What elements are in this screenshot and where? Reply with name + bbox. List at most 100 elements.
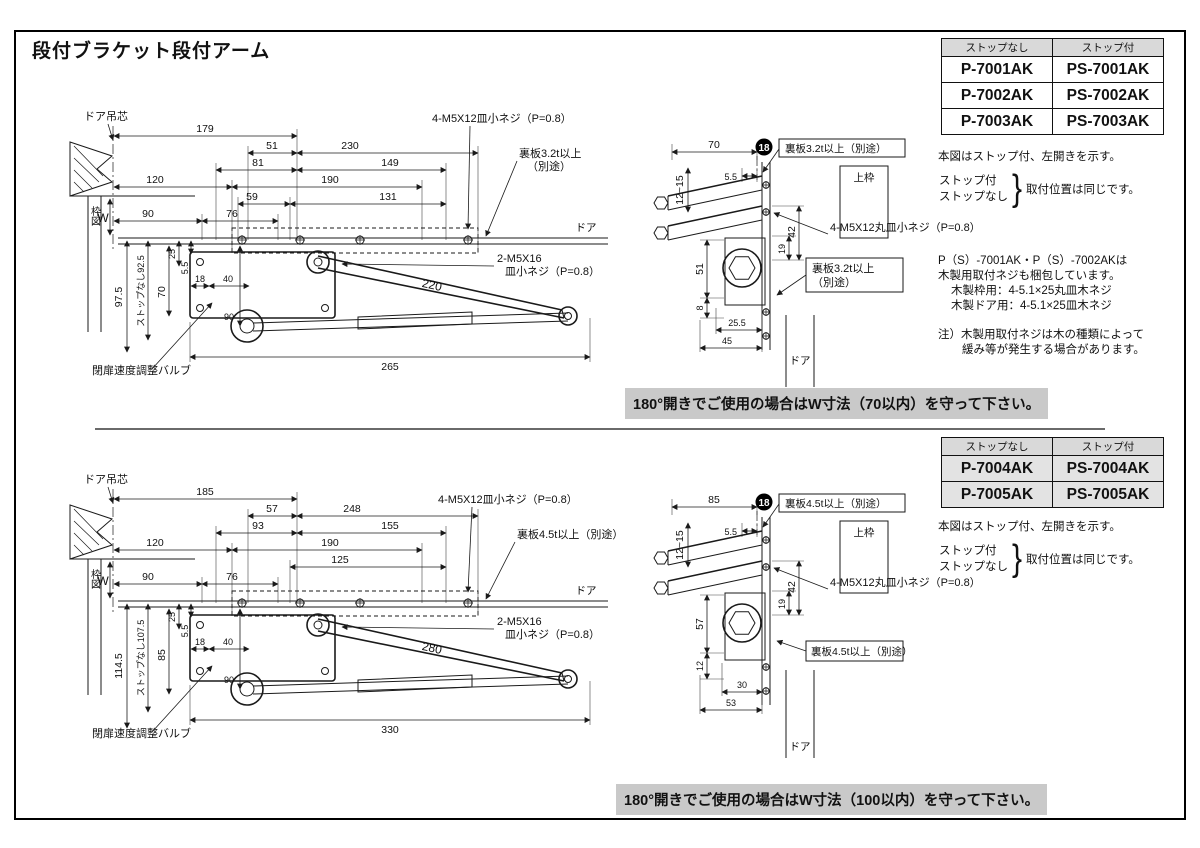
- dim-label: 57: [266, 503, 278, 515]
- dim-label: 5.5: [180, 262, 190, 275]
- dim-label: 25: [167, 249, 177, 259]
- bracket-arms: [653, 530, 763, 596]
- model-number: P-7004AK: [941, 455, 1053, 482]
- top-frame-member: [839, 520, 889, 594]
- w-dim-label: W: [97, 574, 109, 588]
- dim-label: 155: [381, 520, 399, 532]
- forearm-rod: [252, 306, 578, 332]
- page-border: [14, 30, 1186, 820]
- screw-mid-label-line2: 皿小ネジ（P=0.8）: [505, 628, 600, 641]
- dim-label: 185: [196, 486, 214, 498]
- wood-note-line: 木製ドア用：4-5.1×25皿木ネジ: [951, 300, 1112, 312]
- door-section: [785, 670, 815, 758]
- door-edge: [118, 237, 608, 245]
- column-header: ストップなし: [941, 38, 1053, 57]
- dim-label: 120: [146, 174, 164, 186]
- screw-mid-label-line1: 2-M5X16: [497, 616, 542, 628]
- dim-label: 85: [156, 649, 168, 661]
- bottom-side-view: 枠図 ドア吊芯 185 57 248 93 155 120 190 125 90…: [69, 472, 623, 740]
- plate-note-leader: [776, 639, 807, 652]
- dim-label: 5.5: [724, 172, 737, 182]
- dim-label: 149: [381, 157, 399, 169]
- warning-banner-top: 180°開きでご使用の場合はW寸法（70以内）を守って下さい。: [625, 388, 1049, 419]
- warning-banner-bottom: 180°開きでご使用の場合はW寸法（100以内）を守って下さい。: [616, 784, 1048, 815]
- dim-label: 25: [167, 612, 177, 622]
- page-title: 段付ブラケット段付アーム: [32, 41, 271, 62]
- screw-top-leader: [465, 125, 472, 230]
- dim-label: 19: [777, 244, 787, 254]
- dim-label: 90: [142, 208, 154, 220]
- dim-label: 120: [146, 537, 164, 549]
- callout-badge-number: 18: [758, 143, 770, 154]
- plate-note-box: [778, 493, 906, 513]
- door-frame-profile: [69, 504, 195, 695]
- pivot-hex-nut: [728, 611, 756, 635]
- dim-label: 51: [266, 140, 278, 152]
- closer-body: [189, 250, 336, 343]
- brace-glyph: }: [1012, 537, 1023, 579]
- wood-note-line: P（S）-7001AK・P（S）-7002AKは: [938, 255, 1128, 267]
- dim-label: 179: [196, 123, 214, 135]
- top-section-view: 70 18 5.5 12~15 裏板3.2t以上（別途） 上枠: [653, 138, 981, 387]
- door-pivot-label: ドア吊芯: [84, 472, 128, 486]
- plate-note-leader: [762, 148, 780, 173]
- bolt-head: [653, 581, 669, 595]
- dim-label: 57: [694, 618, 706, 630]
- model-number: P-7003AK: [941, 108, 1053, 135]
- screw-top-label: 4-M5X12皿小ネジ（P=0.8）: [432, 112, 572, 125]
- plate-note-line1: 裏板3.2t以上: [519, 146, 581, 160]
- door-label: ドア: [790, 355, 811, 367]
- screw-mid-leader: [341, 261, 495, 268]
- wood-note-line: 木製枠用：4-5.1×25丸皿木ネジ: [951, 285, 1112, 297]
- screw-top-label: 4-M5X12皿小ネジ（P=0.8）: [438, 493, 578, 506]
- screw-mid-label-line1: 2-M5X16: [497, 253, 542, 265]
- caution-line: 注）木製用取付ネジは木の種類によって: [938, 329, 1145, 341]
- closer-body: [189, 613, 336, 706]
- dim-label: 40: [223, 274, 233, 284]
- top-frame-label: 上枠: [854, 171, 875, 184]
- vertical-dimensions: [107, 561, 250, 729]
- model-number: PS-7003AK: [1052, 108, 1164, 135]
- dim-label: 76: [226, 571, 238, 583]
- dim-label: 93: [252, 520, 264, 532]
- mounting-bracket: [231, 227, 479, 254]
- bolt-head: [653, 551, 669, 565]
- door-section: [785, 315, 815, 387]
- extension-lines: [201, 129, 479, 253]
- frame-label: 枠図: [89, 568, 101, 589]
- door-frame-profile: [69, 141, 195, 332]
- bottom-section-view: 85 18 5.5 12~15 裏板4.5t以上（別途） 上枠: [653, 493, 981, 758]
- model-number: PS-7001AK: [1052, 56, 1164, 83]
- column-header: ストップ付: [1052, 437, 1164, 456]
- position-note: 取付位置は同じです。: [1026, 554, 1140, 566]
- stop-with-label: ストップ付: [939, 175, 997, 187]
- mounting-bracket: [231, 590, 479, 617]
- callout-badge: [755, 493, 773, 511]
- column-header: ストップ付: [1052, 38, 1164, 57]
- dim-label: 265: [381, 361, 399, 373]
- screw-label: 4-M5X12丸皿小ネジ（P=0.8）: [830, 576, 981, 589]
- valve-leader: [151, 302, 213, 370]
- column-header: ストップなし: [941, 437, 1053, 456]
- dim-label: 51: [694, 263, 706, 275]
- stop-position-note: ストップ付 ストップなし } 取付位置は同じです。: [939, 538, 1140, 579]
- screw-top-leader: [465, 506, 473, 593]
- door-edge: [118, 600, 608, 608]
- dim-label: 53: [726, 698, 736, 708]
- dim-label: 5.5: [180, 625, 190, 638]
- plate-note-box: [778, 138, 906, 158]
- figure-note: 本図はストップ付、左開きを示す。: [938, 521, 1121, 533]
- face-screws: [762, 536, 770, 695]
- dim-label: 131: [379, 191, 397, 203]
- dim-label: 90: [224, 675, 234, 685]
- dim-label: 30: [737, 680, 747, 690]
- dim-label: 40: [223, 637, 233, 647]
- dim-label: 114.5: [113, 653, 125, 679]
- callout-badge-number: 18: [758, 498, 770, 509]
- dim-label: 45: [722, 336, 732, 346]
- dim-label: 76: [226, 208, 238, 220]
